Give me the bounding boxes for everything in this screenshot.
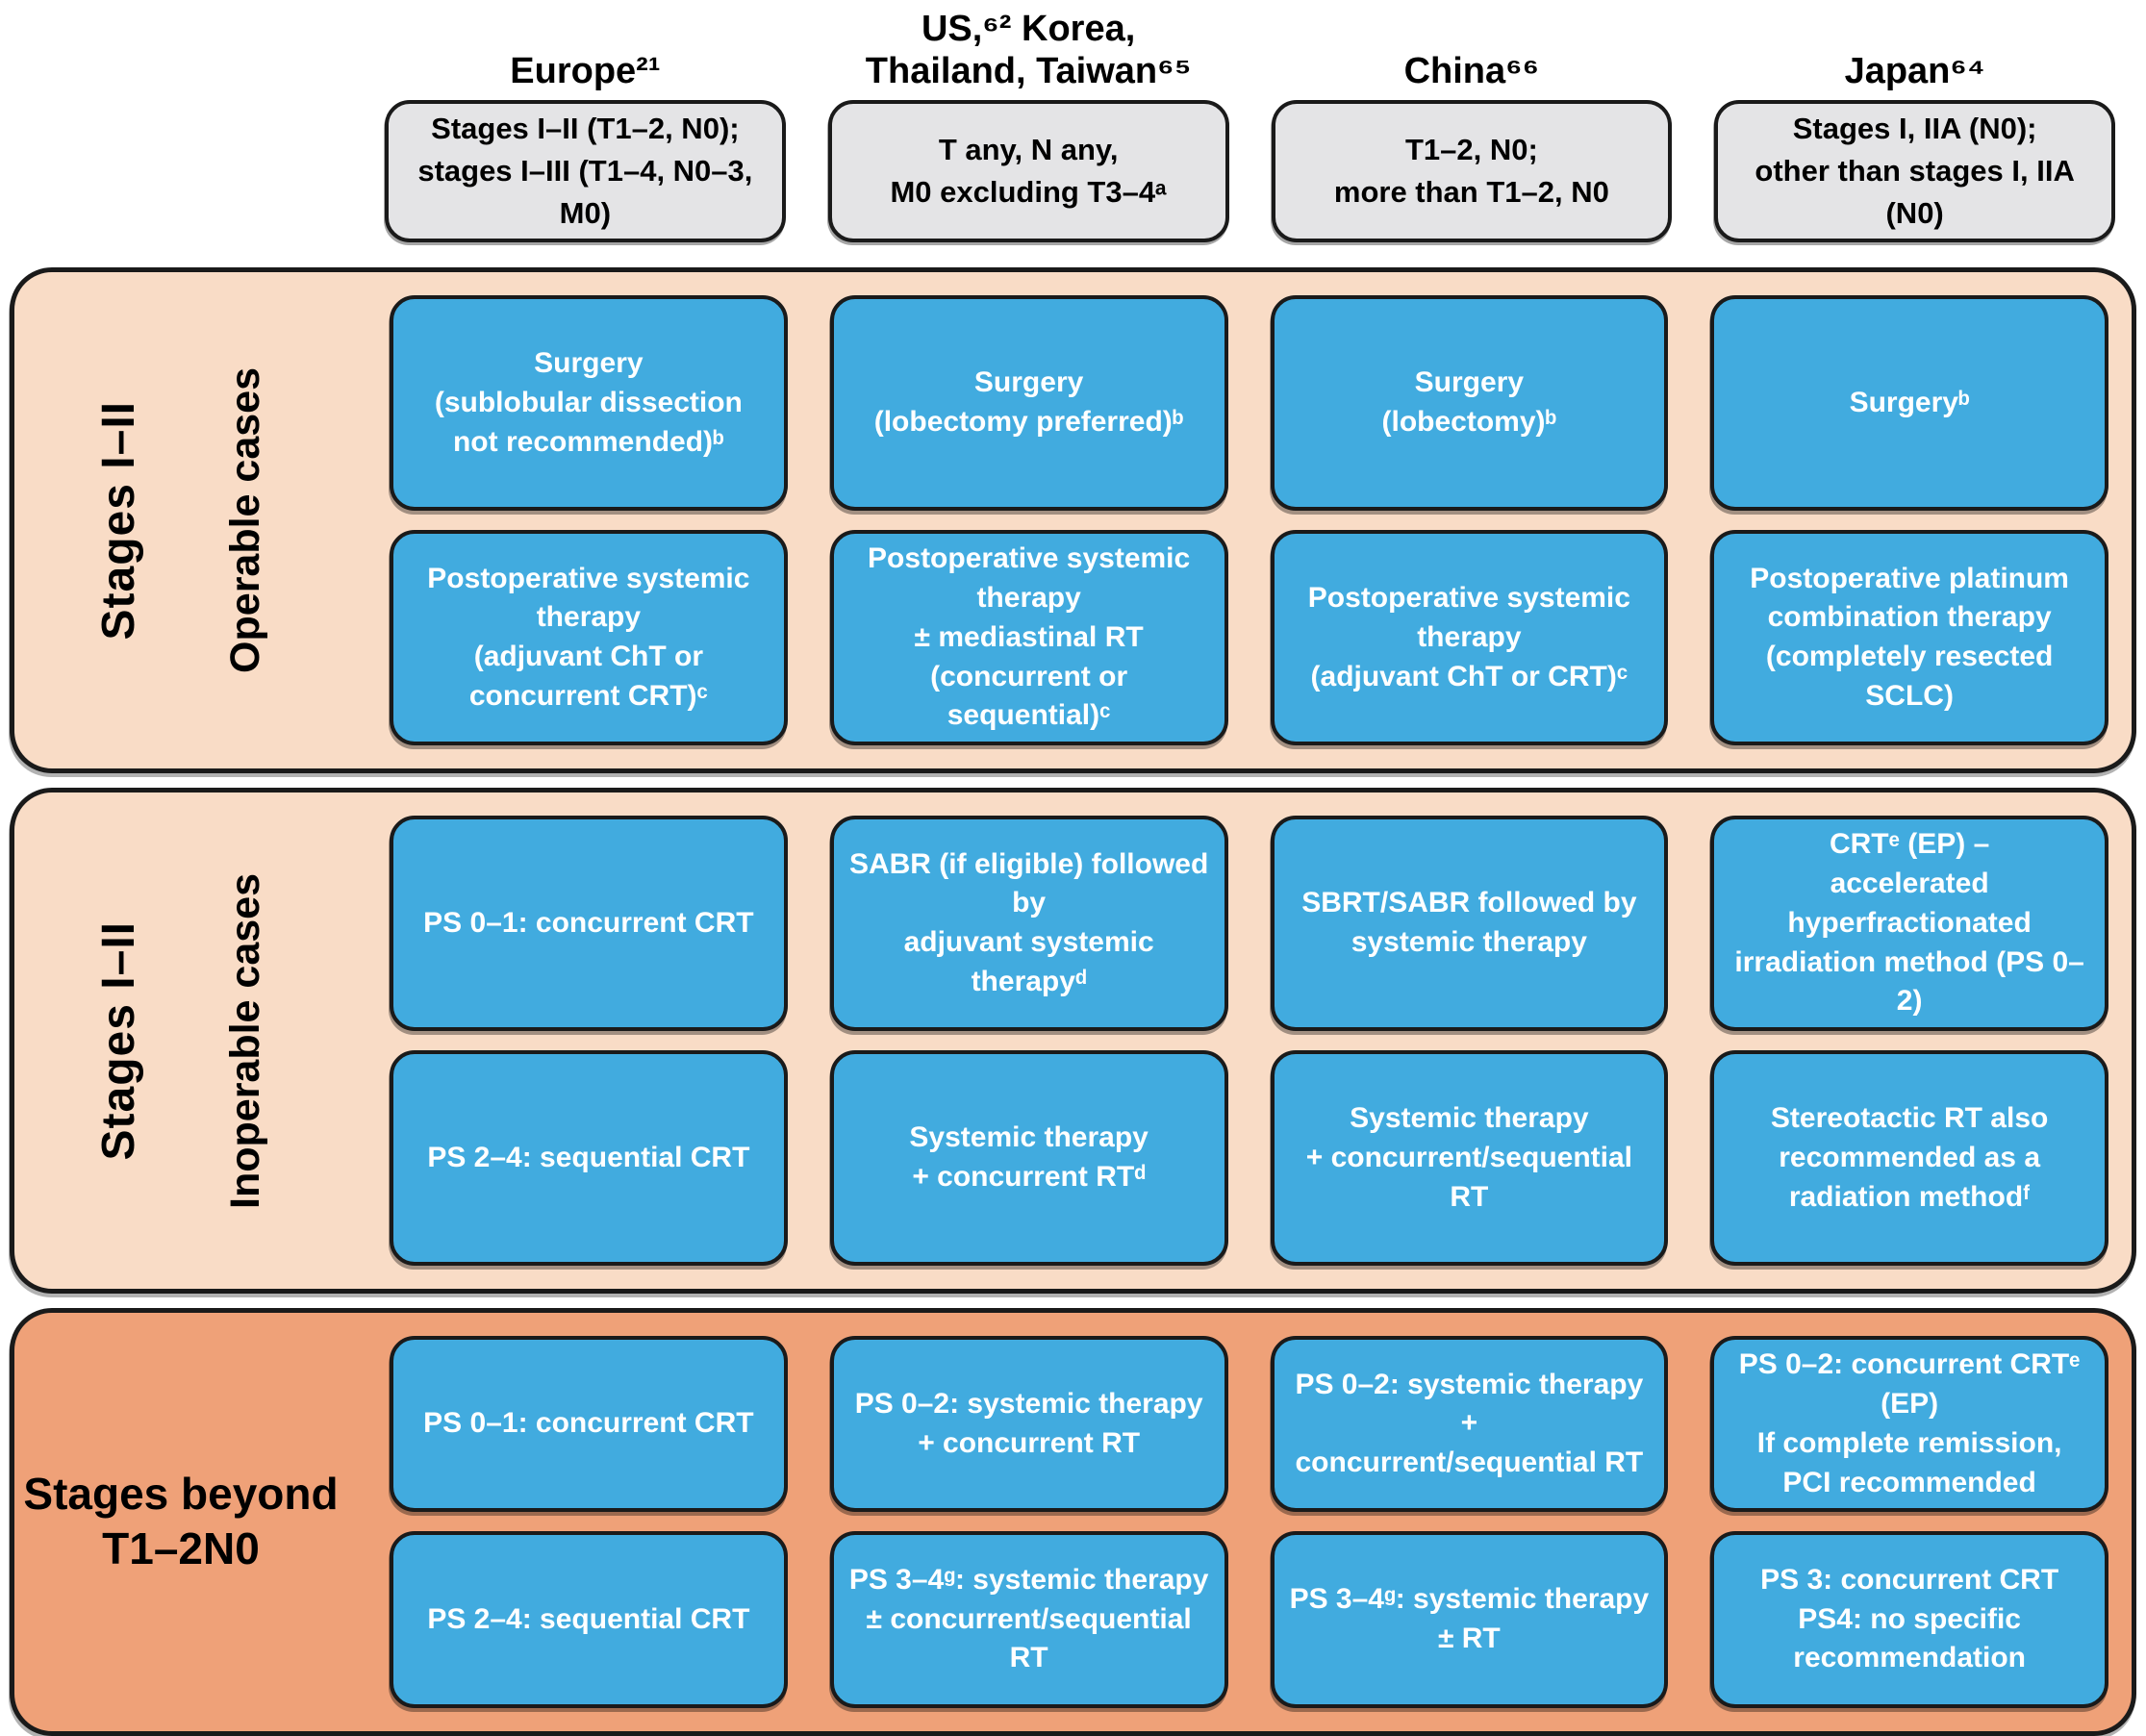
treatment-box-japan: PS 3: concurrent CRT PS4: no specific re…: [1710, 1531, 2108, 1708]
treatment-box-us-korea: PS 3–4ᵍ: systemic therapy ± concurrent/s…: [829, 1531, 1228, 1708]
treatment-box-japan: Surgeryᵇ: [1710, 295, 2108, 512]
column-header-japan: Japan⁶⁴: [1844, 51, 1985, 92]
column-header-us-korea-thailand-taiwan: US,⁶² Korea, Thailand, Taiwan⁶⁵: [865, 9, 1192, 92]
band-stages-1-2-inoperable: Stages I–II Inoperable cases PS 0–1: con…: [10, 788, 2136, 1295]
case-label: Inoperable cases: [222, 872, 269, 1209]
treatment-box-china: Surgery (lobectomy)ᵇ: [1270, 295, 1669, 512]
criteria-box-japan: Stages I, IIA (N0); other than stages I,…: [1714, 100, 2115, 243]
stage-label: Stages I–II: [92, 920, 144, 1161]
treatment-box-china: PS 3–4ᵍ: systemic therapy ± RT: [1270, 1531, 1669, 1708]
treatment-box-japan: Stereotactic RT also recommended as a ra…: [1710, 1050, 2108, 1267]
band-stages-beyond-t1-2n0: Stages beyond T1–2N0 PS 0–1: concurrent …: [10, 1308, 2136, 1736]
treatment-box-japan: Postoperative platinum combination thera…: [1710, 530, 2108, 746]
case-label: Operable cases: [222, 367, 269, 674]
treatment-box-china: Postoperative systemic therapy (adjuvant…: [1270, 530, 1669, 746]
treatment-box-china: PS 0–2: systemic therapy + concurrent/se…: [1270, 1336, 1669, 1513]
treatment-box-japan: CRTᵉ (EP) – accelerated hyperfractionate…: [1710, 816, 2108, 1032]
treatment-box-china: SBRT/SABR followed by systemic therapy: [1270, 816, 1669, 1032]
treatment-box-europe: Surgery (sublobular dissection not recom…: [390, 295, 788, 512]
criteria-box-us-korea-thailand-taiwan: T any, N any, M0 excluding T3–4ᵃ: [827, 100, 1229, 243]
treatment-box-japan: PS 0–2: concurrent CRTᵉ (EP) If complete…: [1710, 1336, 2108, 1513]
treatment-box-europe: PS 2–4: sequential CRT: [390, 1531, 788, 1708]
treatment-box-europe: PS 2–4: sequential CRT: [390, 1050, 788, 1267]
label-column-spacer: [10, 100, 342, 242]
criteria-box-china: T1–2, N0; more than T1–2, N0: [1271, 100, 1673, 243]
region-header-row: Europe²¹ US,⁶² Korea, Thailand, Taiwan⁶⁵…: [10, 8, 2136, 92]
treatment-box-us-korea: Systemic therapy + concurrent RTᵈ: [829, 1050, 1228, 1267]
stage-label: Stages beyond T1–2N0: [23, 1468, 339, 1574]
treatment-box-china: Systemic therapy + concurrent/sequential…: [1270, 1050, 1669, 1267]
treatment-box-us-korea: Postoperative systemic therapy ± mediast…: [829, 530, 1228, 746]
band-label-group: Stages I–II Operable cases: [14, 295, 347, 745]
stage-label: Stages I–II: [92, 400, 144, 641]
staging-criteria-row: Stages I–II (T1–2, N0); stages I–III (T1…: [10, 100, 2136, 243]
column-header-europe: Europe²¹: [510, 51, 661, 92]
treatment-box-europe: Postoperative systemic therapy (adjuvant…: [390, 530, 788, 746]
treatment-box-us-korea: Surgery (lobectomy preferred)ᵇ: [829, 295, 1228, 512]
band-label-group: Stages I–II Inoperable cases: [14, 816, 347, 1266]
band-stages-1-2-operable: Stages I–II Operable cases Surgery (subl…: [10, 267, 2136, 774]
criteria-box-europe: Stages I–II (T1–2, N0); stages I–III (T1…: [385, 100, 786, 243]
column-header-china: China⁶⁶: [1403, 51, 1540, 92]
treatment-box-europe: PS 0–1: concurrent CRT: [390, 1336, 788, 1513]
sclc-limited-stage-treatment-comparison-figure: Europe²¹ US,⁶² Korea, Thailand, Taiwan⁶⁵…: [10, 8, 2136, 1736]
treatment-box-us-korea: PS 0–2: systemic therapy + concurrent RT: [829, 1336, 1228, 1513]
treatment-box-us-korea: SABR (if eligible) followed by adjuvant …: [829, 816, 1228, 1032]
treatment-box-europe: PS 0–1: concurrent CRT: [390, 816, 788, 1032]
